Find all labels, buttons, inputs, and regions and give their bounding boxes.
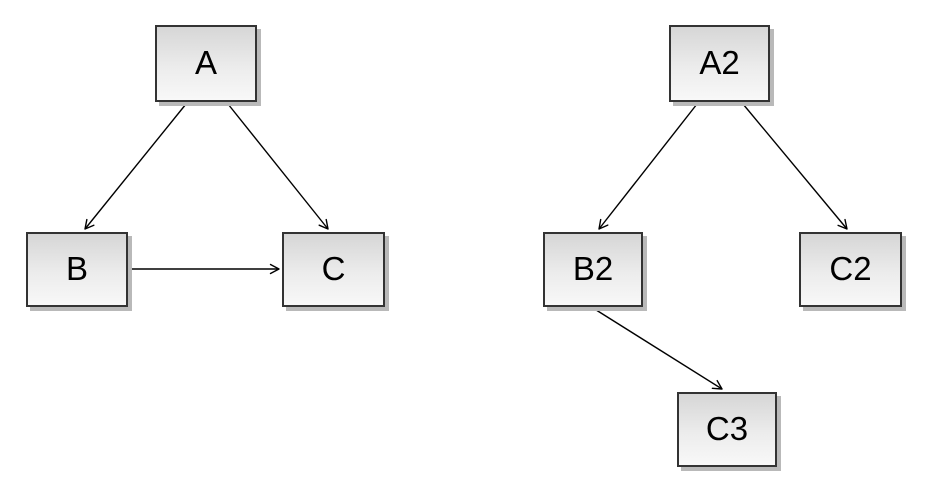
node-A2: A2	[669, 25, 770, 102]
edge-A-to-B	[84, 103, 187, 230]
node-label-C: C	[321, 250, 346, 287]
node-label-C2: C2	[829, 250, 872, 287]
edge-B2-to-C3	[592, 307, 723, 390]
node-label-A2: A2	[699, 44, 740, 81]
node-label-B: B	[65, 250, 88, 287]
node-B2: B2	[543, 232, 643, 307]
edge-A2-to-B2	[598, 103, 698, 230]
edge-A2-to-C2	[742, 103, 848, 230]
edge-A-to-C	[227, 103, 329, 230]
node-A: A	[155, 25, 257, 102]
node-label-B2: B2	[572, 250, 614, 287]
node-B: B	[26, 232, 128, 307]
node-C2: C2	[799, 232, 902, 307]
node-label-A: A	[194, 44, 217, 81]
node-C: C	[282, 232, 385, 307]
node-label-C3: C3	[705, 410, 749, 447]
node-C3: C3	[677, 392, 777, 467]
